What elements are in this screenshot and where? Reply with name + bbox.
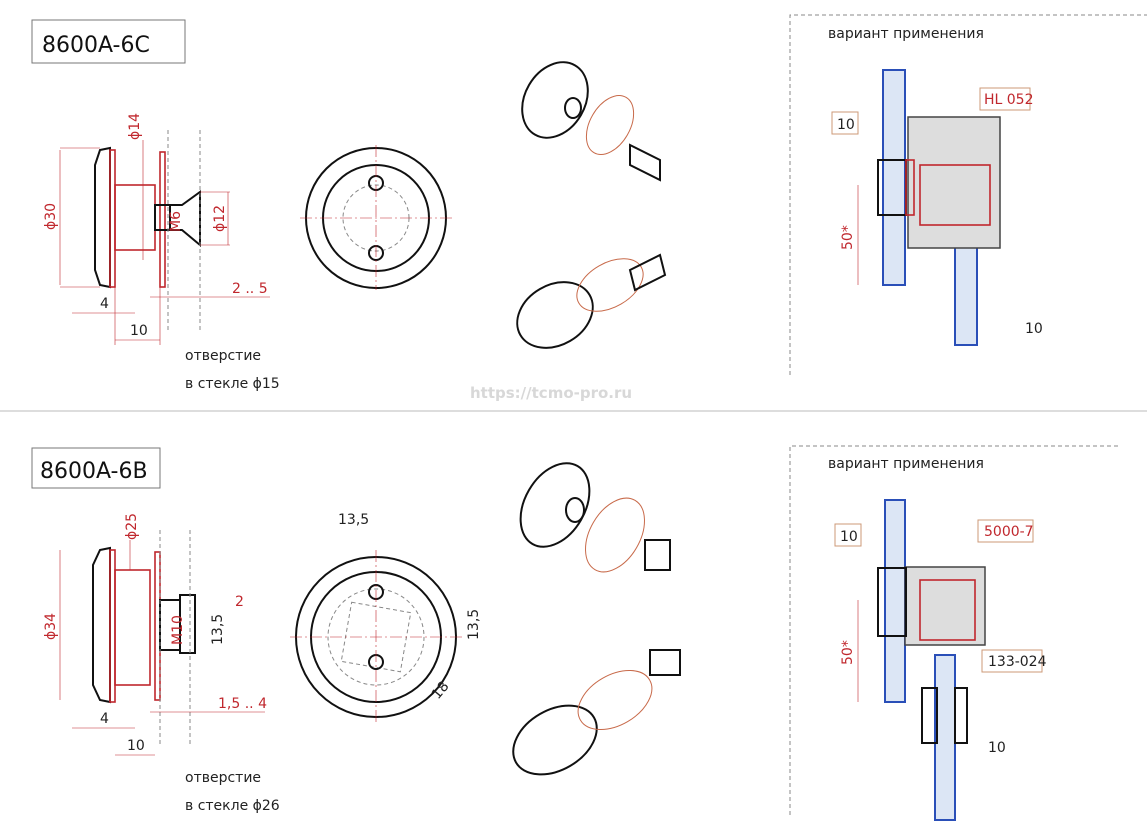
dim-width-10: 10: [127, 738, 145, 754]
model-label-box: [31, 19, 186, 64]
hole-note-line2: в стекле ϕ15: [185, 376, 280, 392]
top-section: 8600A-6C ϕ30 ϕ14 M6 ϕ12: [31, 14, 1147, 392]
part-label: HL 052: [984, 92, 1034, 108]
application-view: вариант применения 5000-7 133-024 10 50*…: [789, 445, 1120, 821]
dim-diameter-30: ϕ30: [43, 203, 59, 230]
side-view: ϕ30 ϕ14 M6 ϕ12 2 .. 5 4 10: [43, 113, 270, 345]
dim-width-4: 4: [100, 711, 109, 727]
dim-top-square: 13,5: [338, 512, 369, 528]
dim-diameter-14: ϕ14: [127, 113, 143, 140]
dim-width-10: 10: [130, 323, 148, 339]
watermark: https://tcmo-pro.ru: [470, 384, 632, 402]
model-label: 8600A-6C: [42, 33, 150, 58]
dim-diagonal: 18: [429, 679, 453, 703]
dim-side-square: 13,5: [466, 609, 482, 640]
application-title: вариант применения: [828, 456, 984, 472]
hole-note-line2: в стекле ϕ26: [185, 798, 280, 814]
part-label-2: 133-024: [988, 654, 1047, 670]
model-label-box: [31, 447, 161, 489]
application-title: вариант применения: [828, 26, 984, 42]
dim-diameter-12: ϕ12: [212, 205, 228, 232]
dim-square: 13,5: [210, 614, 226, 645]
front-view: [300, 145, 452, 290]
dim-range: 2 .. 5: [232, 281, 268, 297]
hole-note-line1: отверстие: [185, 770, 261, 786]
application-view: вариант применения HL 052 10 50* 10: [789, 14, 1147, 375]
dim-diameter-25: ϕ25: [124, 513, 140, 540]
bottom-section: 8600A-6B ϕ34 ϕ25 M10 13,5 2 1,5 .. 4 4 1…: [31, 445, 1120, 821]
dim-width-4: 4: [100, 296, 109, 312]
dim-m10: M10: [170, 615, 186, 645]
dim-2: 2: [235, 594, 244, 610]
dim-diameter-34: ϕ34: [43, 613, 59, 640]
height-label: 50*: [840, 640, 856, 665]
part-label-1: 5000-7: [984, 524, 1034, 540]
isometric-view: [512, 462, 681, 776]
side-view: ϕ34 ϕ25 M10 13,5 2 1,5 .. 4 4 10: [43, 513, 267, 756]
height-label: 50*: [840, 225, 856, 250]
model-label: 8600A-6B: [40, 459, 148, 484]
dim-range: 1,5 .. 4: [218, 696, 267, 712]
isometric-view: [516, 61, 667, 349]
glass2-thickness-label: 10: [988, 740, 1006, 756]
glass2-thickness-label: 10: [1025, 321, 1043, 337]
glass-thickness-label: 10: [837, 117, 855, 133]
part-label-box: [979, 87, 1031, 111]
glass-thickness-label: 10: [840, 529, 858, 545]
front-view: 13,5 13,5 18: [290, 512, 482, 725]
hole-note-line1: отверстие: [185, 348, 261, 364]
dim-m6: M6: [168, 211, 184, 232]
